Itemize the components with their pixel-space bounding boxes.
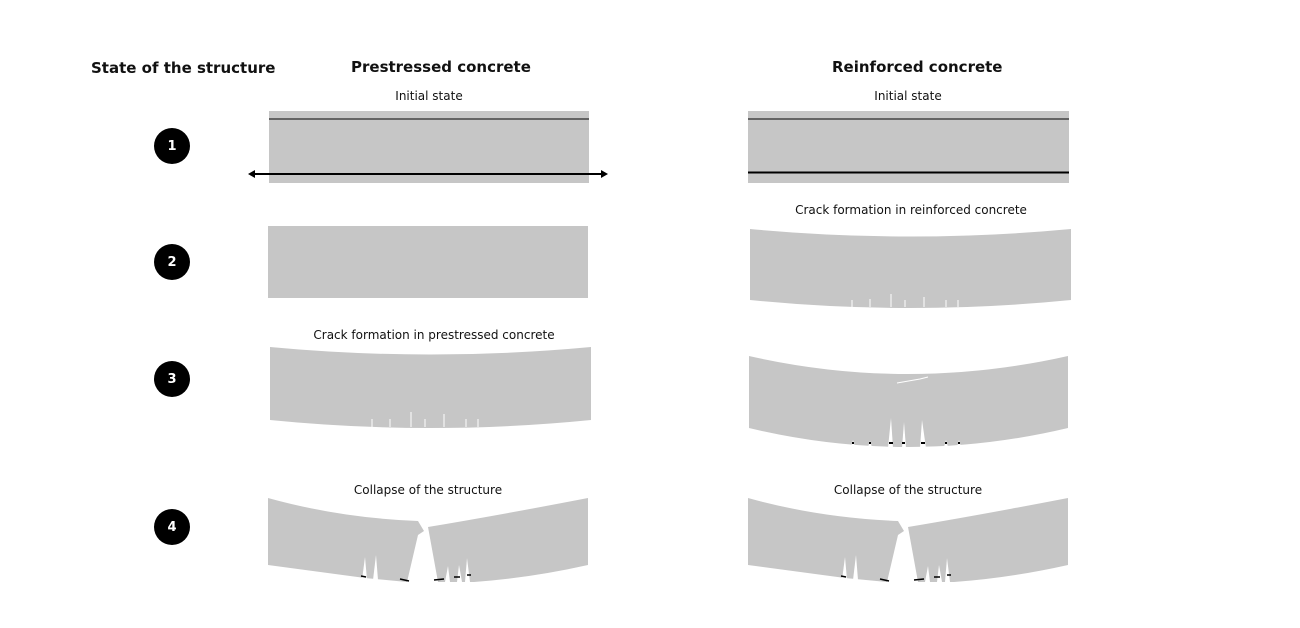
state-badge-1: 1 bbox=[154, 128, 190, 164]
beam-reinforced-collapse bbox=[748, 498, 1068, 582]
beam-prestressed-cracked bbox=[270, 347, 591, 428]
cracks bbox=[371, 412, 479, 427]
beam-reinforced-heavily-cracked bbox=[749, 356, 1068, 448]
state-number: 3 bbox=[167, 371, 177, 387]
beam-reinforced-cracked bbox=[750, 229, 1071, 308]
state-number: 1 bbox=[167, 138, 177, 154]
reinforced-column-header: Reinforced concrete bbox=[832, 58, 1003, 76]
beam-prestressed-loaded bbox=[268, 226, 588, 298]
beam-reinforced-initial bbox=[748, 111, 1069, 183]
caption-prestressed-initial: Initial state bbox=[395, 89, 463, 103]
arrow-right-icon bbox=[601, 170, 608, 178]
caption-reinforced-collapse: Collapse of the structure bbox=[833, 483, 983, 497]
caption-reinforced-crack: Crack formation in reinforced concrete bbox=[795, 203, 1027, 217]
compression-crack bbox=[896, 376, 929, 384]
state-badge-4: 4 bbox=[154, 509, 190, 545]
beam-prestressed-collapse bbox=[268, 498, 588, 582]
concrete-beam bbox=[750, 229, 1071, 308]
prestressed-column-header: Prestressed concrete bbox=[351, 58, 531, 76]
state-column-header: State of the structure bbox=[91, 59, 276, 77]
cracks bbox=[851, 294, 959, 307]
concrete-beam bbox=[270, 347, 591, 428]
concrete-beam bbox=[269, 111, 589, 183]
concrete-beam bbox=[748, 111, 1069, 183]
state-number: 2 bbox=[167, 254, 177, 270]
beam-prestressed-initial bbox=[248, 111, 608, 183]
concrete-beam-left-half bbox=[268, 498, 424, 582]
concrete-beam-right-half bbox=[428, 498, 588, 582]
concrete-beam bbox=[749, 356, 1068, 447]
caption-prestressed-crack: Crack formation in prestressed concrete bbox=[313, 328, 555, 342]
concrete-beam-left-half bbox=[748, 498, 904, 582]
concrete-beam-right-half bbox=[908, 498, 1068, 582]
arrow-left-icon bbox=[248, 170, 255, 178]
caption-prestressed-collapse: Collapse of the structure bbox=[353, 483, 503, 497]
state-badge-3: 3 bbox=[154, 361, 190, 397]
exposed-rebar bbox=[840, 574, 951, 582]
state-number: 4 bbox=[167, 519, 177, 535]
exposed-tendon bbox=[360, 574, 471, 582]
caption-reinforced-initial: Initial state bbox=[874, 89, 942, 103]
state-badge-2: 2 bbox=[154, 244, 190, 280]
concrete-beam bbox=[268, 226, 588, 298]
